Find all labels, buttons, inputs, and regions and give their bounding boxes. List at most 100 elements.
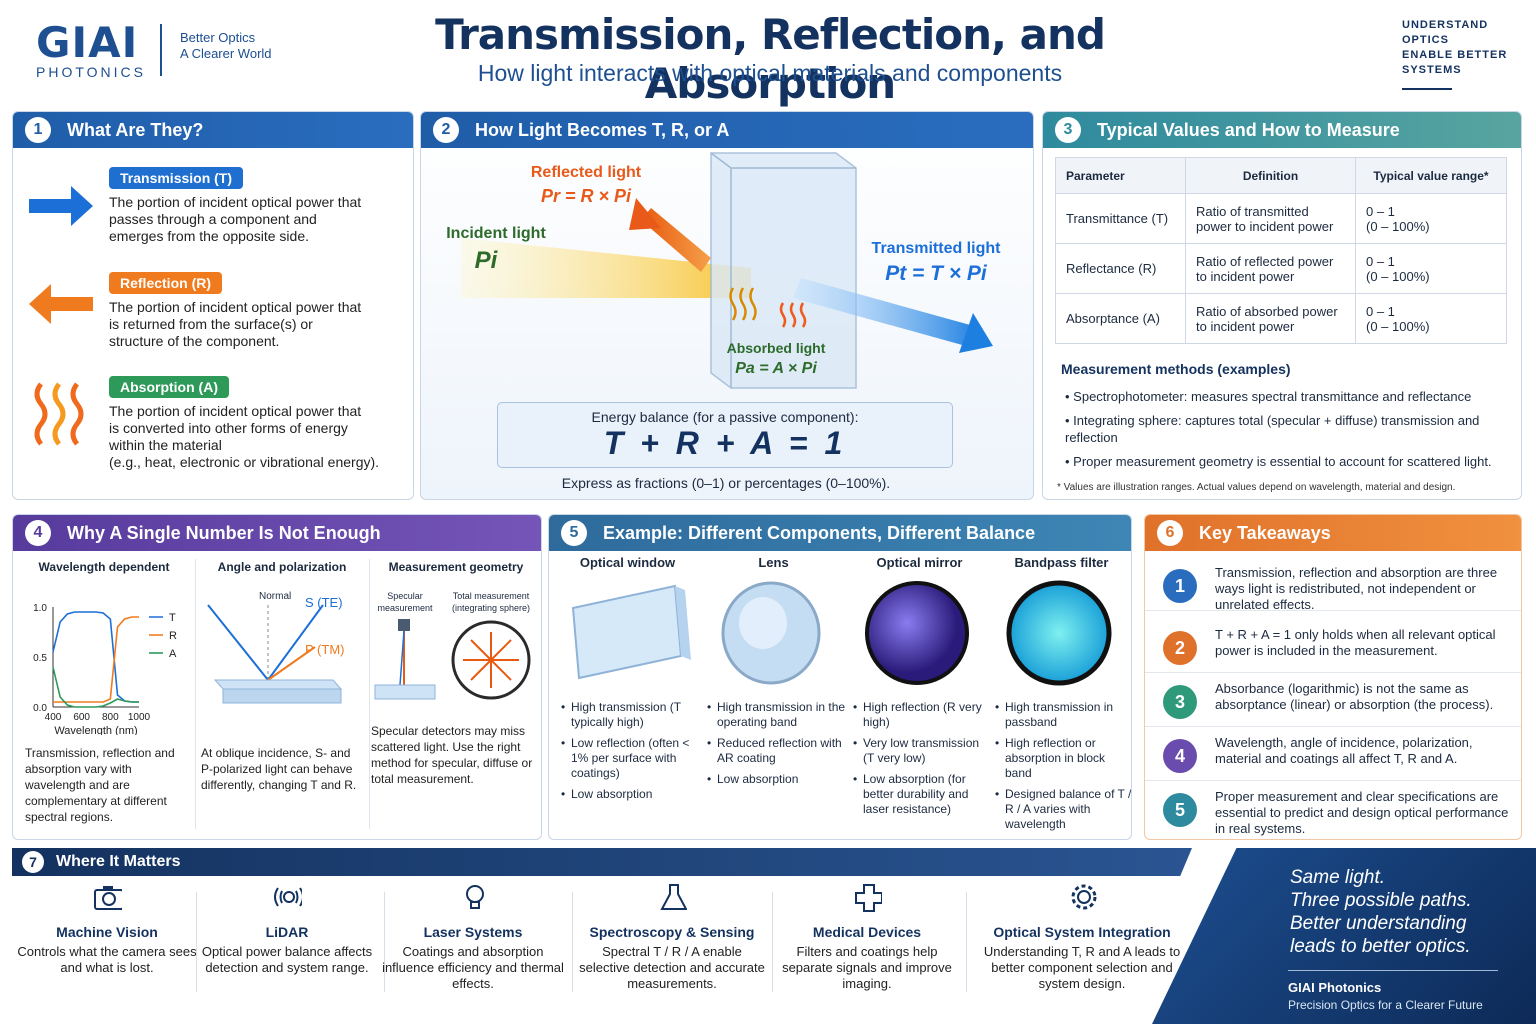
footer-brand-block: Same light. Three possible paths. Better… bbox=[1152, 848, 1536, 1024]
use-case-divider bbox=[966, 892, 967, 992]
slogan-line-1: Same light. bbox=[1290, 867, 1386, 888]
reflected-light-label: Reflected light bbox=[530, 164, 642, 181]
table-header-row: Parameter Definition Typical value range… bbox=[1055, 157, 1507, 194]
chart-y-tick-label: 1.0 bbox=[33, 603, 47, 614]
table-header-range: Typical value range* bbox=[1355, 157, 1507, 194]
total-label: Total measurement (integrating sphere) bbox=[451, 591, 531, 613]
panel-what-are-they: 1 What Are They? Transmission (T) The po… bbox=[12, 111, 414, 500]
panel-7-header: 7 Where It Matters bbox=[12, 848, 1192, 876]
table-cell-param: Reflectance (R) bbox=[1055, 243, 1186, 294]
table-cell-def: Ratio of reflected power to incident pow… bbox=[1185, 243, 1356, 294]
chart-y-tick-label: 0.0 bbox=[33, 703, 47, 714]
panel-3-header: 3 Typical Values and How to Measure bbox=[1043, 112, 1521, 148]
column-divider bbox=[195, 559, 196, 829]
values-table: Parameter Definition Typical value range… bbox=[1055, 157, 1507, 344]
takeaway-number: 2 bbox=[1163, 631, 1197, 665]
chart-x-tick-label: 600 bbox=[73, 712, 90, 723]
use-case-divider bbox=[196, 892, 197, 992]
takeaway-text: Absorbance (logarithmic) is not the same… bbox=[1215, 681, 1494, 712]
panel-7-title: Where It Matters bbox=[56, 853, 181, 870]
medical-cross-icon bbox=[855, 884, 882, 912]
component-title: Optical mirror bbox=[876, 555, 963, 570]
use-case-description: Controls what the camera sees and what i… bbox=[17, 944, 197, 975]
reflection-block: Reflection (R) The portion of incident o… bbox=[109, 272, 369, 350]
geometry-description: Specular detectors may miss scattered li… bbox=[371, 724, 533, 786]
geometry-diagram bbox=[374, 619, 531, 700]
chart-series-line bbox=[52, 611, 139, 703]
lens-icon bbox=[721, 581, 821, 685]
table-row: Absorptance (A) Ratio of absorbed power … bbox=[1055, 293, 1507, 344]
chart-legend-label: R bbox=[169, 630, 177, 642]
footer-slogan: Same light. Three possible paths. Better… bbox=[1290, 866, 1472, 958]
panel-3-number: 3 bbox=[1055, 117, 1081, 143]
chart-x-tick-label: 400 bbox=[45, 712, 62, 723]
panel-6-header: 6 Key Takeaways bbox=[1145, 515, 1521, 551]
component-list: High transmission (T typically high) Low… bbox=[561, 700, 701, 808]
use-case-divider bbox=[572, 892, 573, 992]
methods-title: Measurement methods (examples) bbox=[1061, 361, 1291, 377]
list-item: High transmission in passband bbox=[995, 700, 1131, 730]
light-interaction-diagram bbox=[461, 152, 993, 389]
use-case-divider bbox=[384, 892, 385, 992]
takeaway-number: 4 bbox=[1163, 739, 1197, 773]
use-case-integration: Optical System Integration Understanding… bbox=[982, 884, 1182, 992]
component-bandpass: Bandpass filter High transmission in pas… bbox=[989, 555, 1131, 831]
absorption-block: Absorption (A) The portion of incident o… bbox=[109, 376, 399, 471]
use-case-description: Optical power balance affects detection … bbox=[201, 944, 373, 975]
range-percent: (0 – 100%) bbox=[1366, 318, 1430, 334]
takeaway-item: 4 Wavelength, angle of incidence, polari… bbox=[1145, 729, 1521, 781]
list-item: High reflection or absorption in block b… bbox=[995, 736, 1131, 781]
table-row: Transmittance (T) Ratio of transmitted p… bbox=[1055, 193, 1507, 244]
component-list: High transmission in the operating band … bbox=[707, 700, 847, 793]
motto-underline bbox=[1402, 88, 1452, 90]
p-tm-label: P (TM) bbox=[305, 642, 345, 657]
table-cell-range: 0 – 1(0 – 100%) bbox=[1355, 243, 1507, 294]
chart-legend-label: A bbox=[169, 648, 177, 660]
takeaway-item: 1 Transmission, reflection and absorptio… bbox=[1145, 559, 1521, 612]
footer-brand: GIAI Photonics bbox=[1288, 980, 1382, 995]
table-cell-param: Absorptance (A) bbox=[1055, 293, 1186, 344]
panel-where-it-matters: 7 Where It Matters Machine Vision Contro… bbox=[12, 848, 1196, 1016]
transmitted-light-label: Transmitted light bbox=[871, 240, 1001, 257]
panel-1-title: What Are They? bbox=[67, 119, 204, 140]
methods-list: Spectrophotometer: measures spectral tra… bbox=[1065, 388, 1515, 477]
list-item: Low absorption bbox=[561, 787, 701, 802]
table-cell-range: 0 – 1(0 – 100%) bbox=[1355, 193, 1507, 244]
panel-2-title: How Light Becomes T, R, or A bbox=[475, 119, 730, 140]
transmission-tag: Transmission (T) bbox=[109, 167, 244, 189]
list-item: High reflection (R very high) bbox=[853, 700, 993, 730]
use-case-laser: Laser Systems Coatings and absorption in… bbox=[378, 885, 568, 992]
incident-light-symbol: Pi bbox=[474, 247, 498, 274]
panel-5-number: 5 bbox=[561, 520, 587, 546]
use-case-title: Machine Vision bbox=[56, 924, 158, 940]
slogan-line-3: Better understanding bbox=[1290, 913, 1467, 934]
footer-divider bbox=[1288, 970, 1498, 971]
absorbed-light-label: Absorbed light bbox=[726, 340, 826, 356]
use-case-title: LiDAR bbox=[265, 924, 309, 940]
takeaway-text: Transmission, reflection and absorption … bbox=[1215, 565, 1498, 612]
slogan-line-2: Three possible paths. bbox=[1290, 890, 1472, 911]
use-case-title: Optical System Integration bbox=[993, 924, 1171, 940]
chart-series-line bbox=[53, 616, 139, 703]
lidar-icon bbox=[274, 887, 302, 907]
logo-tagline: Better Optics A Clearer World bbox=[180, 30, 272, 62]
geometry-title: Measurement geometry bbox=[388, 560, 524, 574]
s-te-label: S (TE) bbox=[305, 595, 343, 610]
takeaway-item: 3 Absorbance (logarithmic) is not the sa… bbox=[1145, 675, 1521, 727]
chart-x-axis-label: Wavelength (nm) bbox=[54, 725, 137, 735]
chart-x-tick-label: 800 bbox=[102, 712, 119, 723]
takeaway-number: 1 bbox=[1163, 569, 1197, 603]
table-cell-range: 0 – 1(0 – 100%) bbox=[1355, 293, 1507, 344]
reflection-arrow-icon bbox=[29, 284, 93, 324]
takeaway-item: 5 Proper measurement and clear specifica… bbox=[1145, 783, 1521, 836]
takeaway-text: T + R + A = 1 only holds when all releva… bbox=[1215, 627, 1496, 658]
use-case-title: Laser Systems bbox=[423, 924, 523, 940]
header-motto: UNDERSTAND OPTICS ENABLE BETTER SYSTEMS bbox=[1402, 18, 1507, 78]
bulb-icon bbox=[466, 885, 484, 909]
energy-balance-equation: T + R + A = 1 bbox=[603, 425, 847, 461]
polarization-diagram bbox=[207, 604, 343, 704]
energy-balance-label: Energy balance (for a passive component)… bbox=[591, 409, 859, 425]
list-item: Low absorption bbox=[707, 772, 847, 787]
transmitted-light-equation: Pt = T × Pi bbox=[885, 262, 987, 285]
component-list: High transmission in passband High refle… bbox=[995, 700, 1131, 838]
